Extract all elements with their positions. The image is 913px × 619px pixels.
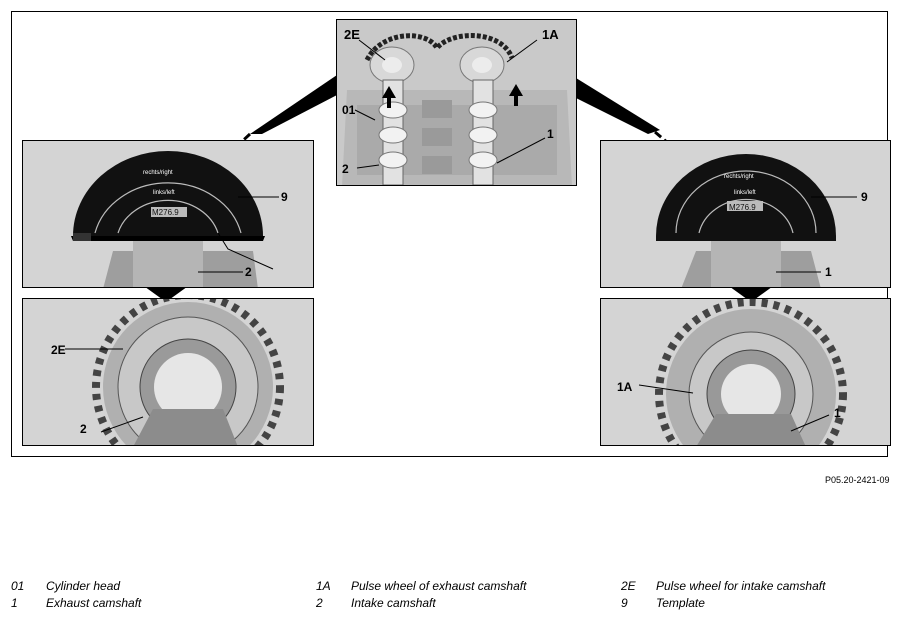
callout-1: 1 — [834, 406, 841, 420]
callout-1: 1 — [547, 127, 554, 141]
up-arrow-icon — [382, 86, 396, 108]
panel-template-intake: rechts/right links/left M276.9 9 2 — [22, 140, 314, 288]
template-model: M276.9 — [729, 203, 756, 212]
figure-reference: P05.20-2421-09 — [825, 475, 890, 485]
callout-2: 2 — [80, 422, 87, 436]
callout-2e: 2E — [51, 343, 66, 357]
callout-1a: 1A — [617, 380, 633, 394]
callout-9: 9 — [861, 190, 868, 204]
callout-1: 1 — [825, 265, 832, 279]
callout-9: 9 — [281, 190, 288, 204]
callout-2e: 2E — [344, 27, 360, 42]
callout-1a: 1A — [542, 27, 559, 42]
panel-cylinder-head: 2E 1A 01 2 1 — [336, 19, 577, 186]
up-arrow-icon — [509, 84, 523, 106]
callout-2: 2 — [342, 162, 349, 176]
template-arc-right: rechts/right — [143, 170, 173, 176]
panel-template-exhaust: rechts/right links/left M276.9 9 1 — [600, 140, 891, 288]
callout-2: 2 — [245, 265, 252, 279]
panel-pulse-wheel-exhaust: 1A 1 — [600, 298, 891, 446]
template-arc-right: rechts/right — [724, 174, 754, 180]
panel-pulse-wheel-intake: 2E 2 — [22, 298, 314, 446]
template-model: M276.9 — [152, 208, 179, 217]
template-arc-left: links/left — [734, 190, 756, 196]
template-arc-left: links/left — [153, 190, 175, 196]
callout-01: 01 — [342, 103, 356, 117]
